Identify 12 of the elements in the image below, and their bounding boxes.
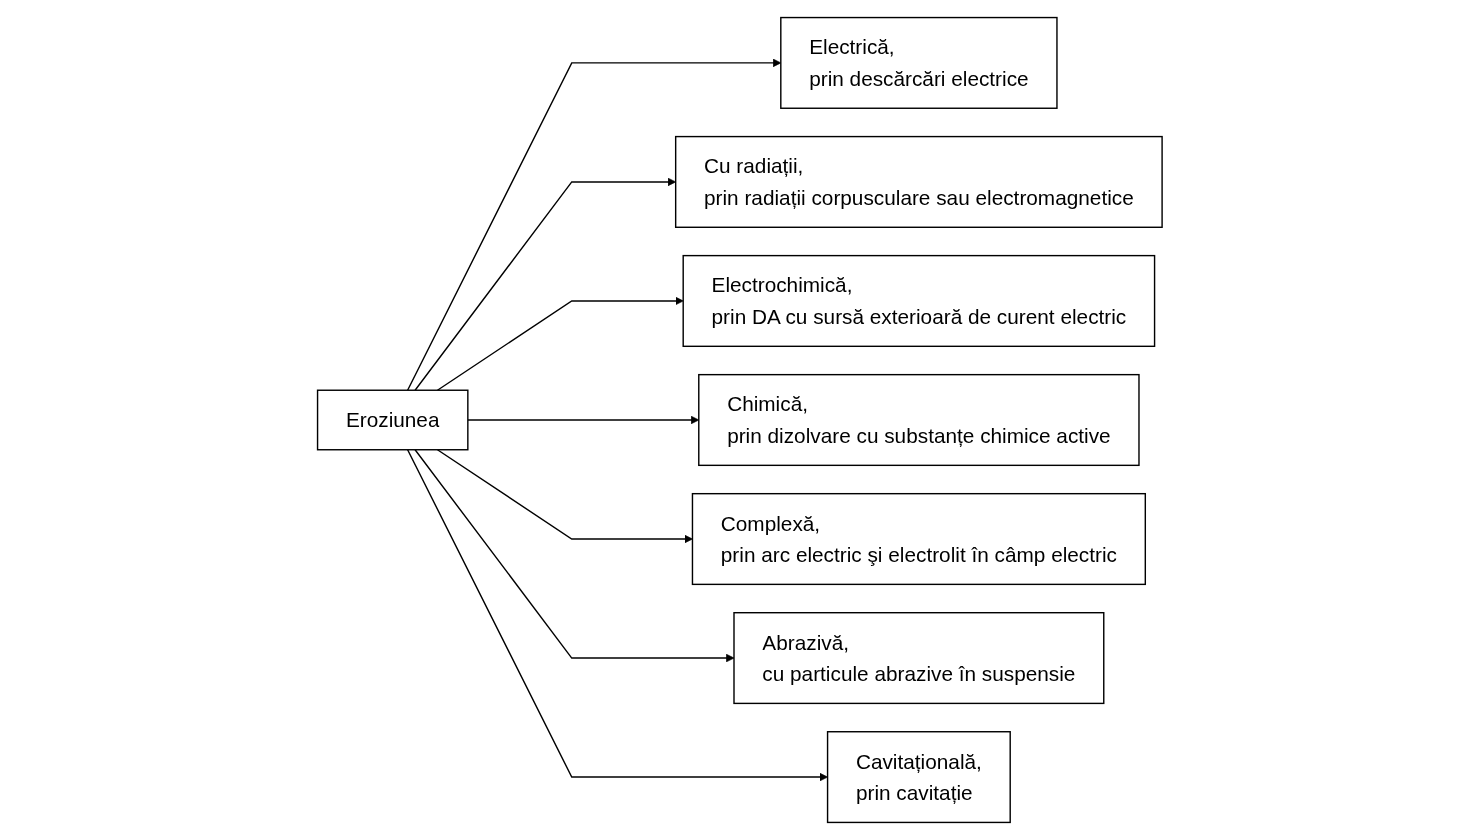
arrow [406, 449, 828, 782]
node-box: Cavitațională, prin cavitație [826, 731, 1011, 824]
arrow [414, 177, 676, 391]
arrow [436, 449, 693, 544]
node-box: Cu radiații, prin radiații corpusculare sau electromagnetice [674, 135, 1163, 228]
node-box: Electrică, prin descărcări electrice [779, 16, 1058, 109]
node-box: Chimică, prin dizolvare cu substanțe chimice active [697, 373, 1140, 467]
node-box: Eroziunea [316, 389, 469, 451]
node-box: Electrochimică, prin DA cu sursă exterioară de curent electric [682, 254, 1155, 347]
arrow [406, 58, 781, 391]
node-box: Abrazivă, cu particule abrazive în suspensie [732, 612, 1105, 705]
node-box: Complexă, prin arc electric şi electrolit în câmp electric [691, 492, 1146, 586]
